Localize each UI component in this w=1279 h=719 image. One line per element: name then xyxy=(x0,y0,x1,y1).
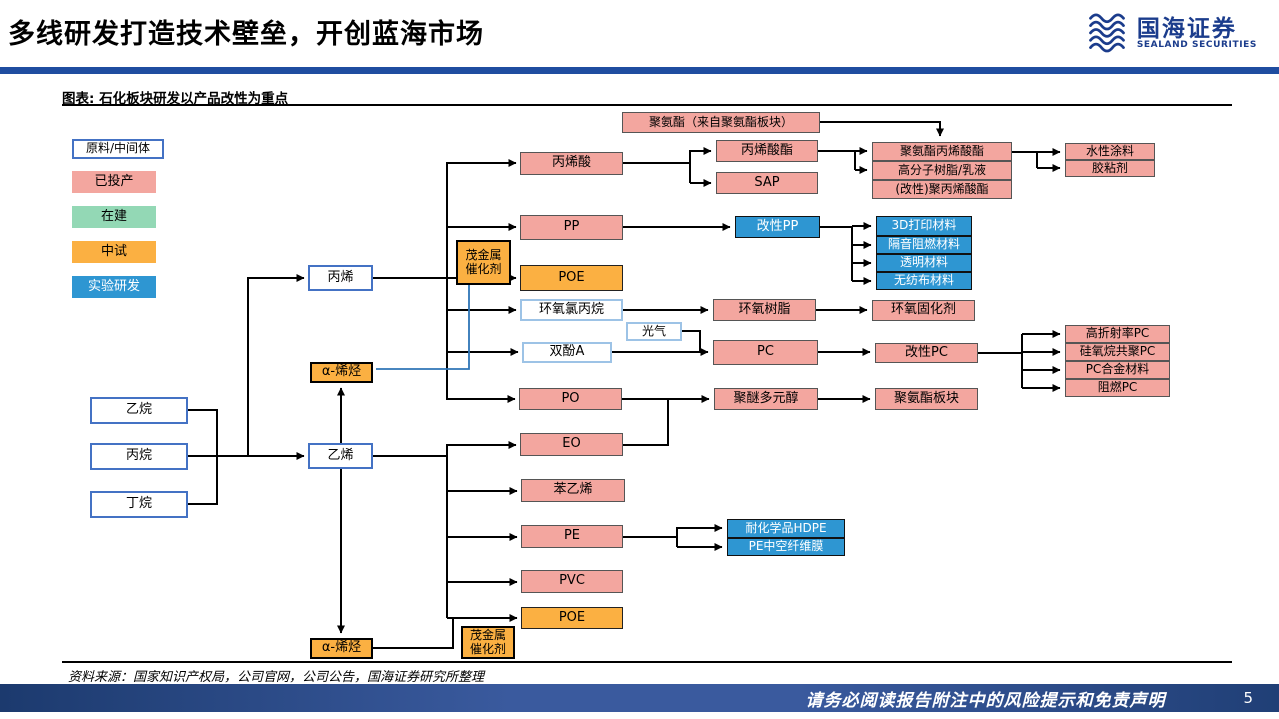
node-flame-retardant-pc: 阻燃PC xyxy=(1065,379,1170,397)
node-acrylate: 丙烯酸酯 xyxy=(716,140,818,162)
node-adhesive: 胶粘剂 xyxy=(1065,160,1155,177)
node-bisphenol-a: 双酚A xyxy=(522,342,612,363)
node-high-refractive-pc: 高折射率PC xyxy=(1065,325,1170,343)
node-ethylene: 乙烯 xyxy=(308,443,373,469)
source-line: 资料来源：国家知识产权局，公司官网，公司公告，国海证券研究所整理 xyxy=(68,670,485,685)
node-nonwoven-material: 无纺布材料 xyxy=(876,272,972,290)
node-pp: PP xyxy=(520,215,623,240)
node-pe-hollow-fiber-membrane: PE中空纤维膜 xyxy=(727,538,845,556)
node-legend-pilot: 中试 xyxy=(72,241,156,263)
node-butane: 丁烷 xyxy=(90,491,188,518)
node-chem-resistant-hdpe: 耐化学品HDPE xyxy=(727,519,845,538)
node-sap: SAP xyxy=(716,172,818,194)
node-poe-top: POE xyxy=(520,265,623,291)
node-acrylic-acid: 丙烯酸 xyxy=(520,152,623,175)
chart-heading-rule xyxy=(62,104,1232,106)
node-propane: 丙烷 xyxy=(90,443,188,470)
chart-heading: 图表: 石化板块研发以产品改性为重点 xyxy=(62,91,289,107)
sealand-logo-icon xyxy=(1085,10,1129,58)
node-ethane: 乙烷 xyxy=(90,397,188,424)
node-siloxane-copolymer-pc: 硅氧烷共聚PC xyxy=(1065,343,1170,361)
node-modified-pp: 改性PP xyxy=(735,216,820,238)
node-metallocene-catalyst-top: 茂金属 催化剂 xyxy=(456,240,511,285)
logo-company-name: 国海证券 xyxy=(1136,16,1237,43)
node-epoxy-resin: 环氧树脂 xyxy=(713,299,816,321)
node-alpha-olefin-bottom: α-烯烃 xyxy=(310,638,373,659)
node-propylene: 丙烯 xyxy=(308,265,373,291)
node-polymer-resin-emulsion: 高分子树脂/乳液 xyxy=(872,161,1012,180)
header-accent-bar xyxy=(0,67,1279,74)
page-number: 5 xyxy=(1243,689,1253,707)
node-legend-raw: 原料/中间体 xyxy=(72,139,164,159)
sealand-logo: 国海证券 SEALAND SECURITIES xyxy=(1085,10,1257,58)
node-pc: PC xyxy=(713,340,818,365)
node-epoxy-curing-agent: 环氧固化剂 xyxy=(872,300,975,321)
node-alpha-olefin-top: α-烯烃 xyxy=(310,362,373,383)
node-po: PO xyxy=(519,388,622,410)
node-styrene: 苯乙烯 xyxy=(521,479,625,502)
node-pvc: PVC xyxy=(521,570,623,593)
node-pu-acrylate: 聚氨酯丙烯酸酯 xyxy=(872,142,1012,161)
node-polyurethane-segment: 聚氨酯板块 xyxy=(875,388,978,410)
footer-bar: 请务必阅读报告附注中的风险提示和免责声明 5 xyxy=(0,684,1279,712)
node-polyurethane-source: 聚氨酯（来自聚氨酯板块） xyxy=(622,112,820,133)
node-legend-produced: 已投产 xyxy=(72,171,156,193)
node-pc-alloy-material: PC合金材料 xyxy=(1065,361,1170,379)
node-modified-pc: 改性PC xyxy=(875,343,978,363)
logo-company-subtitle: SEALAND SECURITIES xyxy=(1136,40,1257,51)
node-legend-experimental: 实验研发 xyxy=(72,276,156,298)
node-eo: EO xyxy=(520,433,623,456)
node-transparent-material: 透明材料 xyxy=(876,254,972,272)
node-epichlorohydrin: 环氧氯丙烷 xyxy=(520,299,623,321)
node-phosgene: 光气 xyxy=(626,322,682,341)
footer-disclaimer: 请务必阅读报告附注中的风险提示和免责声明 xyxy=(805,690,1166,711)
node-printing-3d-material: 3D打印材料 xyxy=(876,216,972,236)
node-legend-construction: 在建 xyxy=(72,206,156,228)
node-poe-bottom: POE xyxy=(521,607,623,629)
node-pe: PE xyxy=(521,525,623,548)
node-waterborne-coating: 水性涂料 xyxy=(1065,143,1155,160)
source-rule xyxy=(62,661,1232,663)
node-sound-flame-retardant-material: 隔音阻燃材料 xyxy=(876,236,972,254)
node-polyether-polyol: 聚醚多元醇 xyxy=(714,388,818,410)
node-metallocene-catalyst-bottom: 茂金属 催化剂 xyxy=(461,626,515,659)
node-modified-polyacrylate: (改性)聚丙烯酸酯 xyxy=(872,180,1012,199)
page-title: 多线研发打造技术壁垒，开创蓝海市场 xyxy=(8,19,484,50)
